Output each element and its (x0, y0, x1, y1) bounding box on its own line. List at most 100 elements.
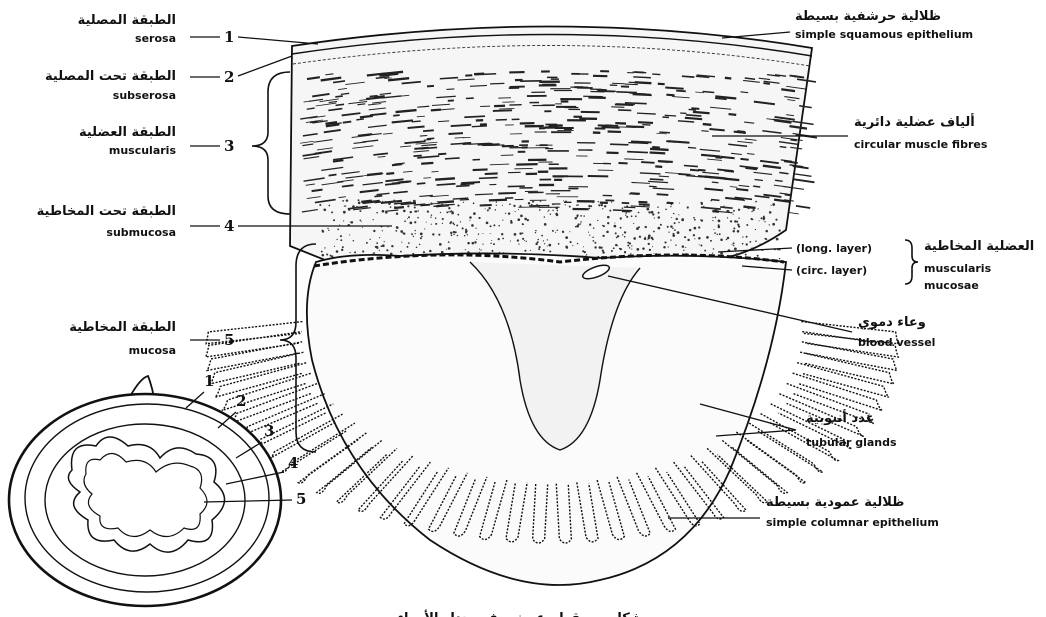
muscle-fibre (427, 138, 434, 139)
stipple-dot (607, 216, 610, 219)
muscularis-brace (252, 72, 290, 214)
muscle-fibre (729, 114, 737, 115)
stipple-dot (539, 209, 541, 211)
muscle-fibre (475, 74, 497, 75)
stipple-dot (514, 233, 517, 236)
muscle-fibre (737, 131, 745, 132)
stipple-dot (764, 221, 765, 222)
stipple-dot (643, 205, 645, 207)
stipple-dot (615, 232, 617, 234)
stipple-dot (404, 220, 406, 222)
stipple-dot (414, 206, 416, 208)
muscle-fibre (438, 154, 446, 155)
stipple-dot (710, 200, 712, 202)
muscle-fibre (665, 87, 683, 88)
stipple-dot (539, 246, 541, 248)
stipple-dot (543, 240, 544, 241)
stipple-dot (502, 205, 503, 206)
stipple-dot (465, 230, 468, 233)
stipple-dot (578, 223, 580, 225)
muscle-fibre (676, 91, 686, 92)
muscle-fibre (633, 94, 652, 95)
muscularis-mucosae-english-2: mucosae (924, 279, 979, 292)
stipple-dot (711, 208, 712, 209)
muscle-fibre (678, 174, 690, 175)
stipple-dot (517, 218, 520, 221)
muscle-fibre (397, 181, 411, 182)
stipple-dot (418, 210, 419, 211)
stipple-dot (738, 225, 740, 227)
stipple-dot (519, 205, 521, 207)
muscle-fibre (709, 129, 724, 130)
stipple-dot (715, 217, 717, 219)
stipple-dot (660, 224, 662, 226)
stipple-dot (419, 244, 421, 246)
stipple-dot (580, 221, 581, 222)
stipple-dot (386, 249, 388, 251)
stipple-dot (683, 250, 684, 251)
stipple-dot (761, 217, 763, 219)
muscle-fibre (698, 170, 706, 171)
muscle-fibre (386, 173, 394, 174)
stipple-dot (658, 212, 660, 214)
stipple-dot (565, 236, 568, 239)
muscle-fibre (703, 124, 712, 125)
stipple-dot (627, 242, 629, 244)
layer-number-3: 3 (224, 137, 234, 155)
stipple-dot (548, 210, 549, 211)
stipple-dot (536, 204, 539, 207)
inset-number-2: 2 (236, 392, 246, 410)
stipple-dot (379, 237, 380, 238)
stipple-dot (446, 211, 448, 213)
muscle-fibre (601, 127, 619, 128)
stipple-dot (717, 234, 718, 235)
stipple-dot (531, 204, 533, 206)
stipple-dot (493, 224, 495, 226)
stipple-dot (540, 200, 541, 201)
stipple-dot (407, 218, 408, 219)
stipple-dot (423, 251, 425, 253)
stipple-dot (498, 225, 500, 227)
stipple-dot (478, 217, 480, 219)
stipple-dot (496, 205, 497, 206)
stipple-dot (746, 224, 748, 226)
stipple-dot (403, 202, 405, 204)
stipple-dot (589, 208, 591, 210)
stipple-dot (701, 203, 703, 205)
stipple-dot (467, 234, 468, 235)
stipple-dot (414, 221, 416, 223)
muscle-fibre (456, 186, 469, 187)
stipple-dot (407, 205, 409, 207)
stipple-dot (495, 209, 496, 210)
stipple-dot (651, 211, 654, 214)
muscle-fibre (394, 207, 404, 208)
stipple-dot (694, 238, 695, 239)
stipple-dot (373, 219, 374, 220)
stipple-dot (613, 247, 615, 249)
stipple-dot (460, 221, 461, 222)
stipple-dot (642, 247, 645, 250)
muscle-fibre (453, 198, 469, 199)
stipple-dot (424, 228, 425, 229)
stipple-dot (667, 226, 669, 228)
stipple-dot (442, 223, 443, 224)
stipple-dot (619, 248, 621, 250)
stipple-dot (391, 245, 393, 247)
stipple-dot (493, 243, 495, 245)
stipple-dot (415, 233, 416, 234)
stipple-dot (730, 220, 732, 222)
stipple-dot (598, 204, 600, 206)
stipple-dot (501, 233, 503, 235)
stipple-dot (633, 223, 634, 224)
stipple-dot (631, 215, 633, 217)
stipple-dot (674, 229, 676, 231)
muscle-fibre (794, 179, 815, 182)
stipple-dot (336, 250, 339, 253)
stipple-dot (615, 244, 617, 246)
stipple-dot (555, 232, 556, 233)
stipple-dot (583, 246, 584, 247)
stipple-dot (746, 236, 748, 238)
stipple-dot (522, 223, 524, 225)
muscle-fibre (438, 201, 454, 202)
stipple-dot (751, 218, 753, 220)
